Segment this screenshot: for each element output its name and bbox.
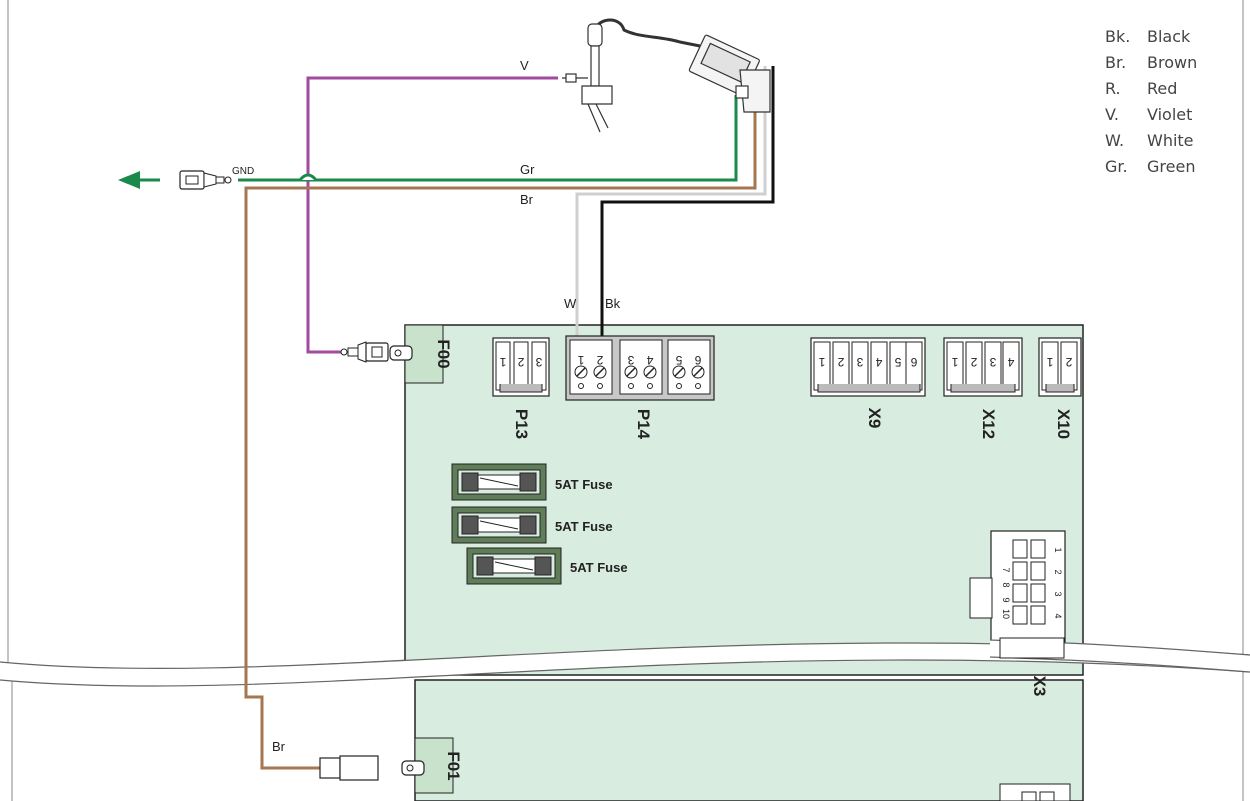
p13-pin-label: 1	[499, 355, 506, 369]
x3-pin-label: 3	[1053, 591, 1063, 596]
x3-pin-label: 10	[1001, 609, 1011, 619]
legend-entry: Gr. Green	[1105, 154, 1197, 180]
x9-pin-label: 1	[818, 355, 825, 369]
wire-label-gnd: GND	[232, 166, 254, 177]
wire-label-green: Gr	[520, 162, 535, 177]
ground-arrow-icon	[118, 171, 140, 189]
connector-partial	[999, 783, 1071, 801]
x12-pin-label: 4	[1007, 355, 1014, 369]
frame-bottom	[11, 672, 1244, 801]
legend-entry: R. Red	[1105, 76, 1197, 102]
legend-abbr: Gr.	[1105, 157, 1128, 176]
connector-p13-label: P13	[512, 409, 531, 439]
frame-top	[7, 0, 1244, 664]
p13-pin-label: 2	[517, 355, 524, 369]
p14-pin-label: 4	[646, 353, 653, 367]
legend-color-name: Violet	[1147, 105, 1193, 124]
legend-color-name: Green	[1147, 157, 1196, 176]
connector-x10: 1 2	[1038, 337, 1082, 397]
wire-black	[600, 66, 775, 348]
break-line-bottom	[0, 659, 1250, 687]
wire-label-brown: Br	[520, 192, 534, 207]
connector-x9-label: X9	[865, 408, 884, 429]
legend-abbr: V.	[1105, 105, 1119, 124]
x9-pin-label: 4	[875, 355, 882, 369]
legend-abbr: R.	[1105, 79, 1121, 98]
x3-pin-label: 4	[1053, 613, 1063, 618]
x3-pin-label: 2	[1053, 569, 1063, 574]
connector-x12: 1 2 3 4	[943, 337, 1023, 397]
legend-entry: Br. Brown	[1105, 50, 1197, 76]
connector-p14: 1 2 3 4 5 6	[565, 335, 715, 401]
x9-pin-label: 2	[837, 355, 844, 369]
connector-x9: 1 2 3 4 5 6	[810, 337, 926, 397]
wire-white	[575, 66, 767, 348]
x9-pin-label: 3	[856, 355, 863, 369]
x12-pin-label: 1	[951, 355, 958, 369]
p14-pin-label: 5	[675, 353, 682, 367]
fuse	[451, 506, 547, 544]
p13-pin-label: 3	[535, 355, 542, 369]
brown-connector	[319, 755, 379, 781]
x12-pin-label: 3	[989, 355, 996, 369]
terminal-f00-label: F00	[434, 339, 453, 368]
connector-x3-label: X3	[1030, 676, 1049, 697]
control-board-lower	[414, 679, 1084, 801]
connector-x10-label: X10	[1054, 409, 1073, 439]
wire-label-white: W	[564, 296, 577, 311]
x3-pin-label: 9	[1001, 597, 1011, 602]
fuse	[466, 547, 562, 585]
p14-pin-label: 6	[694, 353, 701, 367]
wire-violet	[306, 76, 558, 354]
legend-entry: Bk. Black	[1105, 24, 1197, 50]
x10-pin-label: 2	[1065, 355, 1072, 369]
legend-color-name: Red	[1147, 79, 1178, 98]
legend-color-name: Black	[1147, 27, 1191, 46]
wire-brown	[244, 85, 757, 770]
wire-label-brown-bottom: Br	[272, 739, 286, 754]
legend-color-name: White	[1147, 131, 1194, 150]
fuse-label: 5AT Fuse	[555, 519, 613, 534]
wire-green	[238, 95, 738, 182]
connector-x12-label: X12	[979, 409, 998, 439]
wire-label-black: Bk	[605, 296, 621, 311]
fuse-label: 5AT Fuse	[555, 477, 613, 492]
fuse	[451, 463, 547, 501]
connector-p13: 1 2 3	[492, 337, 550, 397]
legend-abbr: Br.	[1105, 53, 1127, 72]
terminal-f01-label: F01	[444, 751, 463, 780]
x3-pin-label: 8	[1001, 582, 1011, 587]
wire-label-violet: V	[520, 58, 529, 73]
legend-entry: W. White	[1105, 128, 1197, 154]
p14-pin-label: 2	[596, 353, 603, 367]
color-legend: Bk. Black Br. Brown R. Red V. Violet W. White…	[1105, 24, 1197, 180]
x9-pin-label: 6	[910, 355, 917, 369]
p14-pin-label: 1	[577, 353, 584, 367]
legend-color-name: Brown	[1147, 53, 1198, 72]
x3-pin-label: 1	[1053, 547, 1063, 552]
connector-x3: 7 8 9 10 1 2 3 4 0	[969, 530, 1066, 656]
fuse-label: 5AT Fuse	[570, 560, 628, 575]
violet-connector	[340, 341, 389, 363]
legend-abbr: Bk.	[1105, 27, 1131, 46]
x10-pin-label: 1	[1046, 355, 1053, 369]
p14-pin-label: 3	[627, 353, 634, 367]
x12-pin-label: 2	[970, 355, 977, 369]
connector-p14-label: P14	[634, 409, 653, 440]
x3-pin-label: 7	[1001, 567, 1011, 572]
ground-connector	[179, 170, 232, 190]
x9-pin-label: 5	[894, 355, 901, 369]
legend-entry: V. Violet	[1105, 102, 1197, 128]
igniter-assembly-icon	[562, 18, 771, 133]
legend-abbr: W.	[1105, 131, 1125, 150]
